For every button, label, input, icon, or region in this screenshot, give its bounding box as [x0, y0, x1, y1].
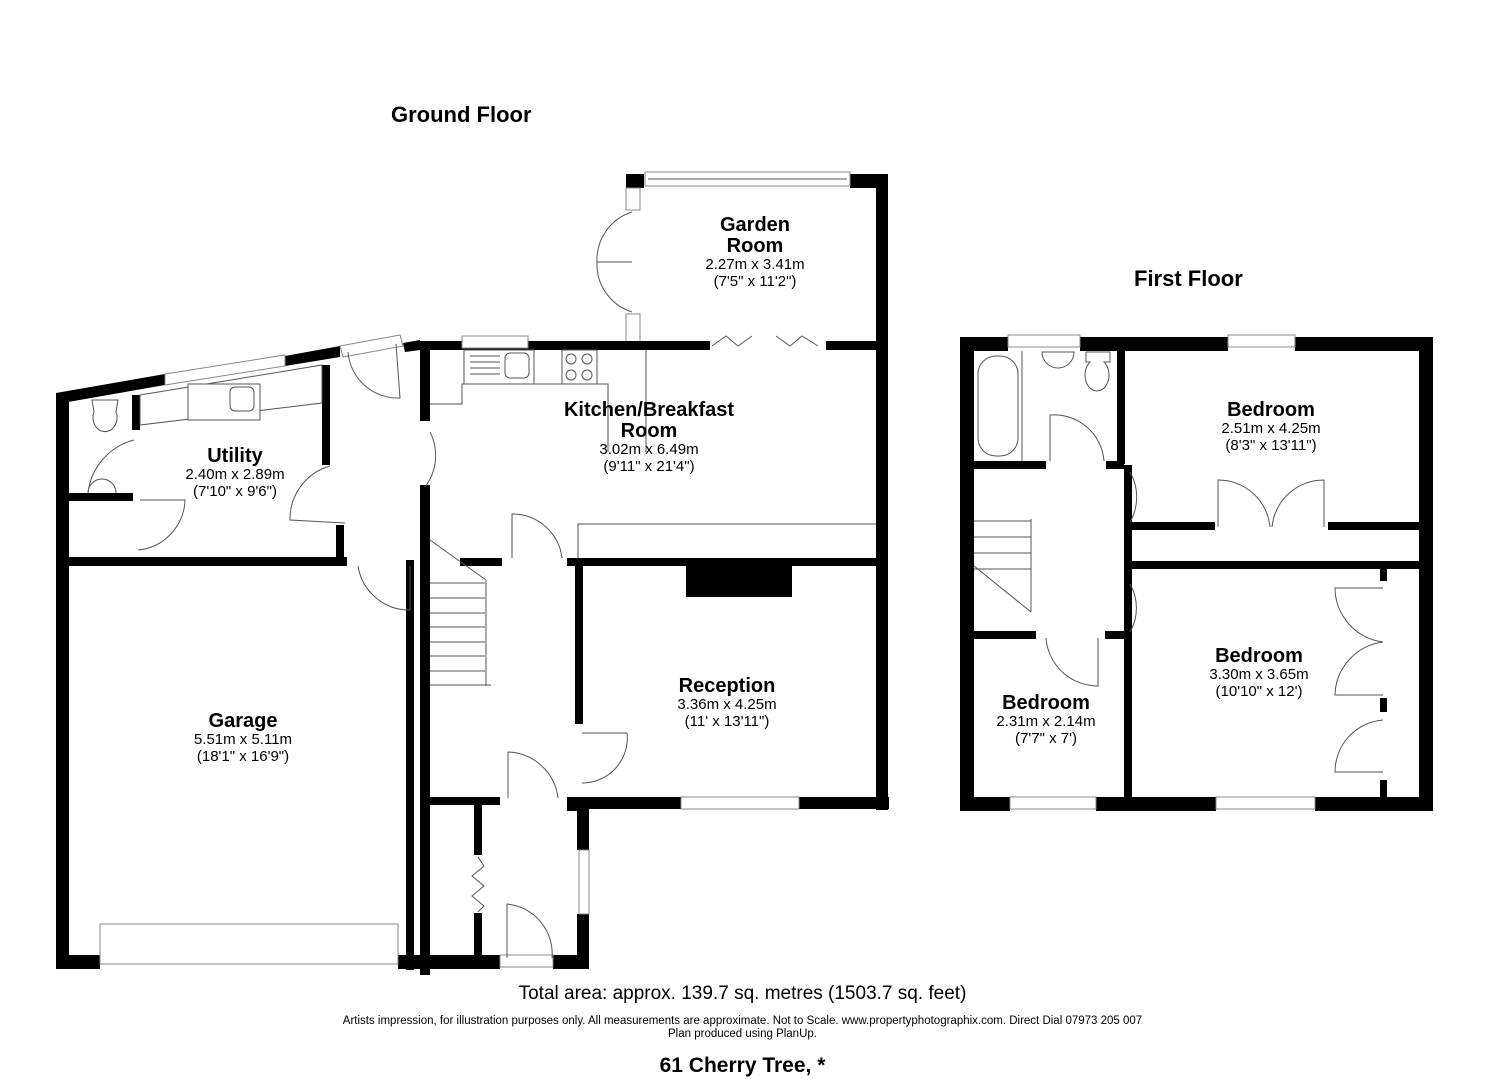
- room-metric: 2.31m x 2.14m: [996, 713, 1096, 730]
- room-imperial: (11' x 13'11"): [684, 712, 770, 730]
- disclaimer-line-1: Artists impression, for illustration pur…: [342, 1015, 1143, 1027]
- room-imperial: (7'5" x 11'2"): [713, 272, 797, 290]
- total-area: Total area: approx. 139.7 sq. metres (15…: [518, 983, 967, 1004]
- room-name: Garage: [208, 710, 278, 732]
- room-label-garden-room: Garden Room 2.27m x 3.41m (7'5" x 11'2"): [705, 215, 804, 290]
- room-name: Bedroom: [1227, 399, 1315, 421]
- room-label-bedroom-2: Bedroom 3.30m x 3.65m (10'10" x 12'): [1209, 646, 1308, 700]
- room-name: Utility: [207, 445, 263, 467]
- room-metric: 3.02m x 6.49m: [599, 441, 699, 458]
- room-name: Garden: [719, 214, 791, 236]
- disclaimer-line-2: Plan produced using PlanUp.: [668, 1028, 817, 1041]
- room-metric: 2.51m x 4.25m: [1221, 420, 1321, 437]
- room-imperial: (7'7" x 7'): [1015, 729, 1077, 747]
- room-imperial: (10'10" x 12'): [1215, 682, 1303, 700]
- first-floor-title: First Floor: [1134, 266, 1243, 291]
- room-label-bedroom-1: Bedroom 2.51m x 4.25m (8'3" x 13'11"): [1221, 400, 1320, 454]
- room-label-bedroom-3: Bedroom 2.31m x 2.14m (7'7" x 7'): [996, 693, 1095, 747]
- room-metric: 3.30m x 3.65m: [1209, 666, 1309, 683]
- ground-floor-title: Ground Floor: [391, 102, 532, 127]
- room-imperial: (7'10" x 9'6"): [193, 482, 277, 500]
- room-imperial: (18'1" x 16'9"): [196, 747, 290, 765]
- room-name: Reception: [678, 675, 776, 697]
- room-label-kitchen-breakfast: Kitchen/Breakfast Room 3.02m x 6.49m (9'…: [564, 400, 734, 475]
- room-name: Room: [620, 420, 678, 442]
- room-name: Bedroom: [1215, 645, 1303, 667]
- room-metric: 2.27m x 3.41m: [705, 256, 805, 273]
- room-name: Bedroom: [1002, 692, 1090, 714]
- room-metric: 5.51m x 5.11m: [193, 731, 293, 748]
- room-label-reception: Reception 3.36m x 4.25m (11' x 13'11"): [677, 676, 776, 730]
- room-imperial: (9'11" x 21'4"): [603, 457, 695, 475]
- room-label-utility: Utility 2.40m x 2.89m (7'10" x 9'6"): [185, 446, 284, 500]
- room-metric: 2.40m x 2.89m: [185, 466, 285, 483]
- room-metric: 3.36m x 4.25m: [677, 696, 777, 713]
- staircase: [429, 539, 491, 686]
- room-imperial: (8'3" x 13'11"): [1225, 436, 1317, 454]
- disclaimer: Artists impression, for illustration pur…: [0, 1015, 1485, 1041]
- ground-floor-plan: [56, 171, 889, 975]
- first-floor-plan: [960, 334, 1433, 811]
- room-name: Kitchen/Breakfast: [563, 399, 735, 421]
- staircase-first-floor: [973, 519, 1032, 613]
- room-name: Room: [726, 235, 784, 257]
- property-address: 61 Cherry Tree, *: [659, 1054, 826, 1077]
- room-label-garage: Garage 5.51m x 5.11m (18'1" x 16'9"): [194, 711, 292, 765]
